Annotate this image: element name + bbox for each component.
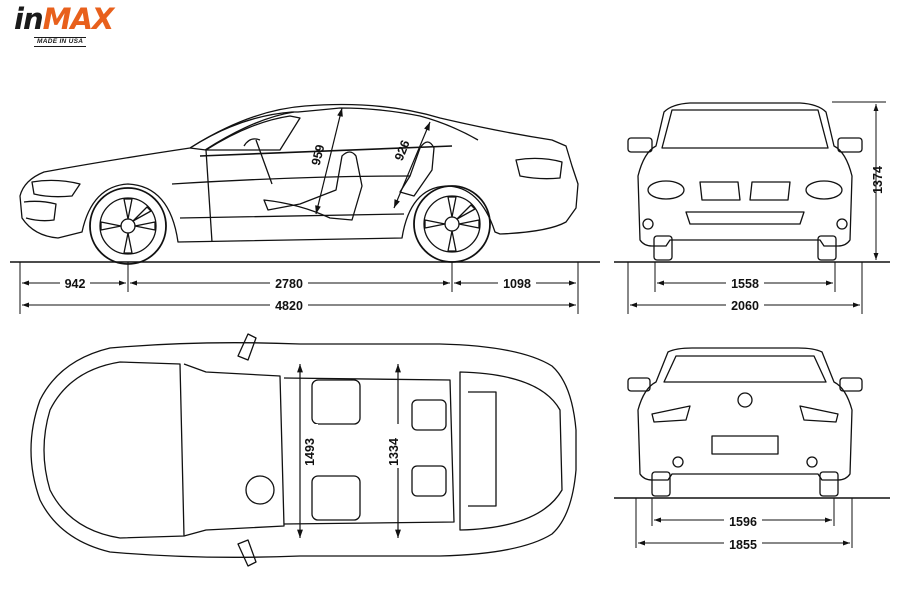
logo-word-in: in <box>14 2 44 36</box>
front-width-value: 2060 <box>731 299 759 313</box>
front-body-outline <box>637 102 853 247</box>
top-seat-rear-left <box>411 399 447 431</box>
rear-body-outline <box>637 347 853 481</box>
logo-tagline: MADE IN USA <box>34 37 87 47</box>
front-fog-right <box>836 218 848 230</box>
top-mirror-left <box>237 333 257 361</box>
top-mirror-right <box>237 539 257 567</box>
front-overhang-value: 942 <box>65 277 86 291</box>
rear-exhaust-left <box>672 456 684 468</box>
rear-window <box>663 355 827 383</box>
rear-headroom-line <box>393 121 431 209</box>
inmax-logo: inMAX MADE IN USA <box>14 2 144 48</box>
height-value: 1374 <box>871 166 885 194</box>
top-cabin <box>283 377 455 525</box>
side-rear-wheel <box>413 185 491 263</box>
rear-width-value: 1855 <box>729 538 757 552</box>
logo-word-max: MAX <box>42 2 115 36</box>
rear-shoulder-value: 1334 <box>387 438 401 466</box>
rear-overhang-value: 1098 <box>503 277 531 291</box>
side-view-labels: 942 2780 1098 4820 959 926 <box>60 138 536 313</box>
side-door <box>205 115 301 243</box>
rear-tire-right <box>819 471 839 497</box>
front-shoulder-value: 1493 <box>303 438 317 466</box>
top-view-labels: 1493 1334 <box>302 424 402 468</box>
rear-tire-left <box>651 471 671 497</box>
rear-track-value: 1596 <box>729 515 757 529</box>
top-seat-front-left <box>311 379 361 425</box>
rear-view <box>614 347 890 548</box>
side-beltline <box>199 145 453 157</box>
rear-exhaust-right <box>806 456 818 468</box>
top-hood <box>43 361 185 539</box>
top-body-outline <box>30 342 577 558</box>
overall-length-value: 4820 <box>275 299 303 313</box>
side-windshield <box>189 111 295 151</box>
rear-mirror-left <box>627 377 651 392</box>
front-mirror-right <box>837 137 863 153</box>
front-view-labels: 1558 2060 1374 <box>726 166 885 313</box>
front-tire-left <box>653 235 673 261</box>
wheelbase-value: 2780 <box>275 277 303 291</box>
rear-headroom-value: 926 <box>392 138 413 163</box>
front-windshield <box>661 109 829 149</box>
front-headroom-value: 959 <box>309 143 328 167</box>
rear-taillight-right <box>799 405 839 423</box>
side-body-outline <box>19 103 579 243</box>
side-taillight <box>515 157 563 180</box>
top-seat-front-right <box>311 475 361 521</box>
rear-mirror-right <box>839 377 863 392</box>
front-headroom-line <box>315 107 343 215</box>
side-sill-line <box>171 175 411 219</box>
top-seat-rear-right <box>411 465 447 497</box>
top-trunk <box>459 371 563 531</box>
front-headlight-right <box>805 180 843 200</box>
rear-view-labels: 1596 1855 <box>724 514 762 552</box>
side-headlight <box>31 179 81 198</box>
rear-badge <box>737 392 753 408</box>
front-headlight-left <box>647 180 685 200</box>
side-front-wheel <box>89 187 167 265</box>
side-grille <box>23 200 57 222</box>
front-tire-right <box>817 235 837 261</box>
front-fog-left <box>642 218 654 230</box>
front-track-value: 1558 <box>731 277 759 291</box>
logo-wordmark: inMAX <box>14 2 115 36</box>
top-rear-deck <box>468 391 497 507</box>
front-intake <box>685 211 805 225</box>
top-windshield <box>183 363 285 537</box>
rear-taillight-left <box>651 405 691 423</box>
top-view <box>30 333 577 567</box>
side-steering-wheel <box>243 138 273 185</box>
front-mirror-left <box>627 137 653 153</box>
front-kidney-grille <box>699 181 791 201</box>
rear-plate-area <box>711 435 779 455</box>
top-steering-wheel <box>245 475 275 505</box>
